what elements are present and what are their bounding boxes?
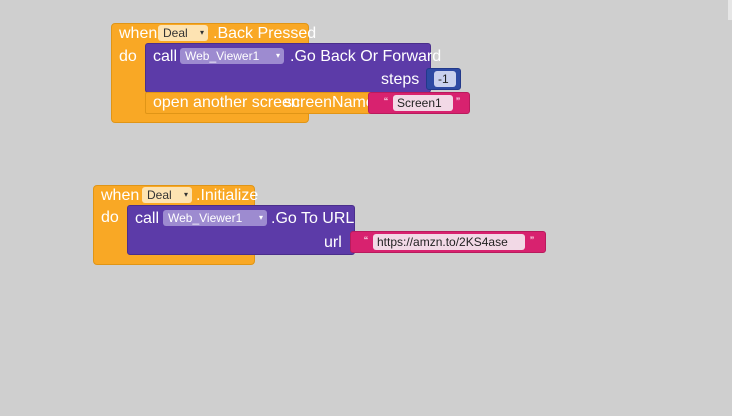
component-dropdown-deal[interactable]: Deal ▾ <box>142 187 192 203</box>
steps-param-label: steps <box>381 71 420 88</box>
component-dropdown-label: Web_Viewer1 <box>185 49 260 63</box>
text-field-screen1[interactable]: Screen1 <box>393 95 453 111</box>
text-field-url[interactable]: https://amzn.to/2KS4ase <box>373 234 525 250</box>
method-name-label: .Go Back Or Forward <box>290 48 442 65</box>
workspace-scrollbar[interactable] <box>728 0 732 20</box>
chevron-down-icon: ▾ <box>258 213 263 222</box>
component-dropdown-label: Deal <box>163 26 188 40</box>
do-label: do <box>119 48 137 65</box>
chevron-down-icon: ▾ <box>199 28 204 37</box>
close-quote-icon: ” <box>530 234 534 248</box>
component-dropdown-deal[interactable]: Deal ▾ <box>158 25 208 41</box>
chevron-down-icon: ▾ <box>275 51 280 60</box>
component-dropdown-web-viewer[interactable]: Web_Viewer1 ▾ <box>163 210 267 226</box>
event-name-label: .Back Pressed <box>213 25 317 42</box>
component-dropdown-label: Deal <box>147 188 172 202</box>
when-label: when <box>101 187 140 204</box>
open-quote-icon: “ <box>384 95 388 109</box>
open-screen-label: open another screen <box>153 94 300 111</box>
call-label: call <box>135 210 160 227</box>
do-label: do <box>101 209 119 226</box>
number-field-steps[interactable]: -1 <box>434 71 456 87</box>
component-dropdown-label: Web_Viewer1 <box>168 211 243 225</box>
component-dropdown-web-viewer[interactable]: Web_Viewer1 ▾ <box>180 48 284 64</box>
when-label: when <box>119 25 158 42</box>
chevron-down-icon: ▾ <box>183 190 188 199</box>
open-quote-icon: “ <box>364 234 368 248</box>
call-label: call <box>153 48 178 65</box>
method-name-label: .Go To URL <box>271 210 355 227</box>
close-quote-icon: ” <box>456 95 460 109</box>
url-param-label: url <box>324 234 342 251</box>
screen-name-param-label: screenName <box>284 94 375 111</box>
event-name-label: .Initialize <box>196 187 259 204</box>
